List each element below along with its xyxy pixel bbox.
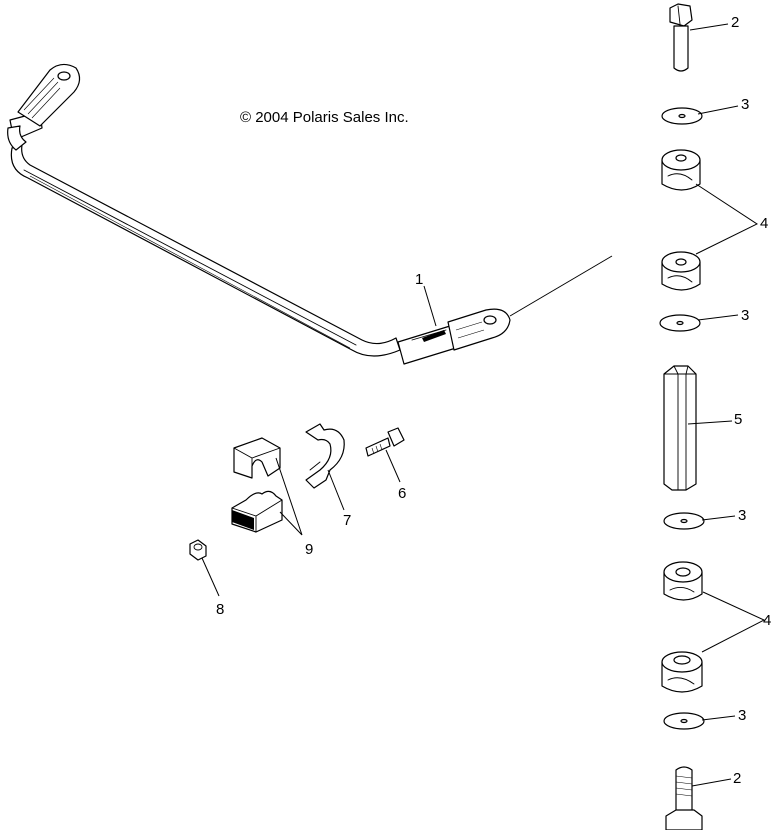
bolt-top [669,3,693,72]
bushing-upper [233,437,281,479]
callout-3-b: 3 [741,307,749,324]
bolt-bottom [665,766,703,830]
washer-4 [663,712,705,730]
callout-2-bottom: 2 [733,770,741,787]
callout-5: 5 [734,411,742,428]
callout-9: 9 [305,541,313,558]
bushing-4b [661,251,701,291]
washer-1 [661,107,703,125]
bolt-small [365,427,405,457]
bushing-lower [231,490,283,533]
callout-6: 6 [398,485,406,502]
callout-4-top: 4 [760,215,768,232]
callout-1: 1 [415,271,423,288]
callout-labels: 1 2 3 4 3 5 3 4 3 2 6 7 8 9 [216,14,771,787]
bushing-4c [663,561,703,601]
bushing-4d [661,651,703,693]
callout-3-a: 3 [741,96,749,113]
callout-7: 7 [343,512,351,529]
nut [189,539,207,561]
washer-2 [659,314,701,332]
leader-lines [201,23,766,787]
callout-3-c: 3 [738,507,746,524]
callout-2-top: 2 [731,14,739,31]
callout-8: 8 [216,601,224,618]
clamp [305,423,345,489]
callout-3-d: 3 [738,707,746,724]
copyright-notice: © 2004 Polaris Sales Inc. [240,109,409,126]
bushing-4a [661,149,701,191]
stabilizer-bar [7,63,613,365]
spacer-tube [663,365,697,491]
callout-4-bottom: 4 [763,612,771,629]
washer-3 [663,512,705,530]
